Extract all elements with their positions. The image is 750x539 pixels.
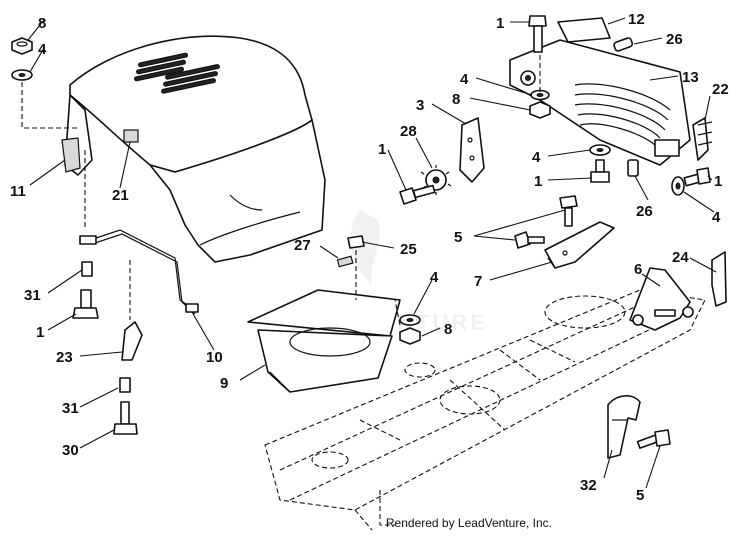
- clip-26-upper: [613, 37, 634, 52]
- callout-1: 1: [36, 324, 44, 341]
- callout-11: 11: [10, 183, 26, 200]
- callout-4: 4: [460, 71, 469, 88]
- clip-27: [336, 255, 354, 268]
- bracket-25: [347, 235, 365, 249]
- battery-tray-9: [247, 289, 401, 393]
- bracket-22: [692, 117, 713, 161]
- callout-31: 31: [62, 400, 79, 417]
- grille-panel-13: [509, 39, 691, 166]
- washer-4-mid-right: [589, 144, 611, 156]
- callout-7: 7: [474, 273, 482, 290]
- callout-3: 3: [416, 97, 424, 114]
- bracket-24: [711, 251, 727, 307]
- spacer-31-upper: [81, 261, 93, 277]
- callout-1: 1: [534, 173, 542, 190]
- callout-1: 1: [714, 173, 722, 190]
- tractor-frame: [264, 289, 706, 531]
- nut-8-upper: [529, 101, 551, 119]
- washer-4-tray: [399, 314, 421, 326]
- callout-25: 25: [400, 241, 417, 258]
- bolt-5-upper: [559, 195, 578, 227]
- callout-10: 10: [206, 349, 223, 366]
- clamp-32: [607, 395, 641, 459]
- callout-4: 4: [712, 209, 721, 226]
- callout-28: 28: [400, 123, 417, 140]
- callouts: 8 4 11 21 31 1 10 23 31 30 27 25 9 4 8 1…: [10, 11, 729, 504]
- callout-1: 1: [378, 141, 386, 158]
- washer-4-left: [11, 69, 33, 81]
- callout-24: 24: [672, 249, 689, 266]
- bracket-3: [459, 117, 485, 183]
- bolt-5-side: [514, 231, 545, 249]
- clip-21: [123, 129, 139, 143]
- callout-12: 12: [628, 11, 645, 28]
- washer-4-right: [671, 176, 685, 196]
- callout-5: 5: [454, 229, 462, 246]
- bolt-1-mid-right: [590, 159, 610, 183]
- callout-6: 6: [634, 261, 642, 278]
- hood: [61, 35, 326, 263]
- plate-12: [557, 17, 611, 43]
- bolt-5-lower: [636, 429, 671, 449]
- bracket-6: [629, 267, 694, 331]
- callout-22: 22: [712, 81, 729, 98]
- callout-23: 23: [56, 349, 73, 366]
- bolt-1-mid: [399, 184, 436, 205]
- bolt-1-left: [72, 289, 99, 319]
- callout-21: 21: [112, 187, 129, 204]
- clip-26-lower: [627, 159, 639, 177]
- nut-8-tray: [399, 327, 421, 345]
- nut-8-left: [11, 37, 33, 55]
- bolt-1-upper: [528, 15, 547, 53]
- callout-13: 13: [682, 69, 699, 86]
- callout-5: 5: [636, 487, 644, 504]
- callout-30: 30: [62, 442, 79, 459]
- hood-latch-11: [61, 137, 81, 173]
- callout-32: 32: [580, 477, 597, 494]
- callout-8: 8: [38, 15, 46, 32]
- callout-4: 4: [430, 269, 439, 286]
- callout-26: 26: [666, 31, 683, 48]
- bolt-30: [113, 401, 138, 435]
- callout-1: 1: [496, 15, 504, 32]
- callout-8: 8: [452, 91, 460, 108]
- callout-31: 31: [24, 287, 41, 304]
- leader-lines: [27, 17, 717, 489]
- callout-8: 8: [444, 321, 452, 338]
- callout-9: 9: [220, 375, 228, 392]
- bracket-23: [121, 321, 143, 361]
- bracket-7: [544, 221, 615, 269]
- spacer-31-lower: [119, 377, 131, 393]
- gear-28: [420, 165, 452, 195]
- callout-4: 4: [532, 149, 541, 166]
- callout-26: 26: [636, 203, 653, 220]
- bolt-1-right: [683, 167, 711, 187]
- hood-rod-10: [79, 229, 199, 315]
- callout-27: 27: [294, 237, 311, 254]
- callout-4: 4: [38, 41, 47, 58]
- hood-vents: [134, 52, 220, 94]
- render-credit: Rendered by LeadVenture, Inc.: [385, 516, 552, 530]
